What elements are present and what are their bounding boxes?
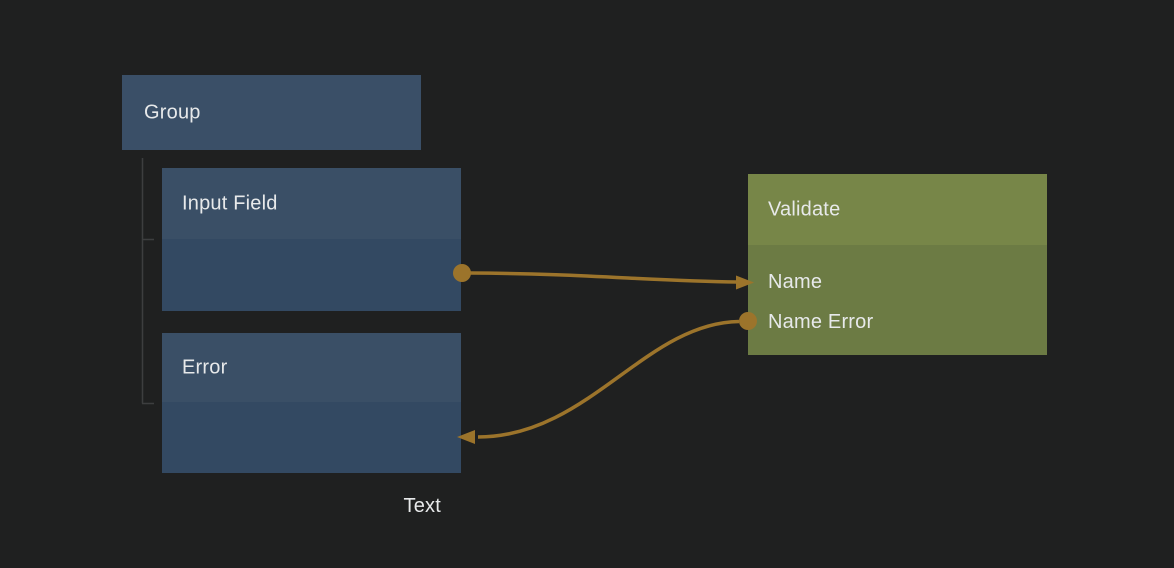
group-node-title: Group: [144, 101, 201, 123]
validate-node-body: Name Name Error: [748, 245, 1047, 355]
input-field-node-title: Input Field: [182, 192, 278, 214]
validate-node-header[interactable]: Validate: [748, 174, 1047, 245]
port-validate-name-input[interactable]: Name: [768, 271, 823, 293]
input-field-node-body: Text: [162, 239, 461, 354]
group-node[interactable]: Group: [122, 75, 421, 150]
validate-node-title: Validate: [768, 198, 841, 220]
validate-node[interactable]: Validate Name Name Error: [748, 174, 1047, 355]
port-error-text-input[interactable]: Text: [403, 495, 441, 517]
error-node-header[interactable]: Error: [162, 333, 461, 402]
error-node-body: Text: [162, 402, 461, 516]
input-field-node-header[interactable]: Input Field: [162, 168, 461, 239]
error-node-title: Error: [182, 356, 228, 378]
error-node[interactable]: Error Text: [162, 333, 461, 516]
input-field-node[interactable]: Input Field Text: [162, 168, 461, 354]
wire-validate-nameerror-to-error-text[interactable]: [477, 319, 740, 439]
port-validate-name-error-output[interactable]: Name Error: [768, 311, 874, 333]
wire-inputfield-text-to-validate-name[interactable]: [469, 271, 738, 284]
